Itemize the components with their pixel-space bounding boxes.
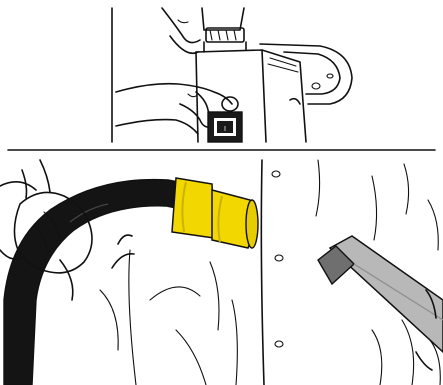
button-hole-icon bbox=[275, 341, 283, 347]
power-switch-icon: I bbox=[208, 112, 242, 142]
nozzle-icon bbox=[318, 236, 443, 352]
svg-text:I: I bbox=[224, 126, 226, 133]
button-hole-icon bbox=[275, 255, 283, 261]
hand-icon bbox=[112, 235, 134, 268]
power-switch-panel: I bbox=[112, 8, 352, 142]
coupling-icon bbox=[172, 178, 258, 248]
hose-icon bbox=[4, 180, 178, 385]
hand-icon bbox=[162, 8, 200, 53]
button-hole-icon bbox=[272, 171, 280, 177]
hose-attach-panel bbox=[0, 160, 283, 385]
nozzle-panel bbox=[316, 160, 443, 385]
